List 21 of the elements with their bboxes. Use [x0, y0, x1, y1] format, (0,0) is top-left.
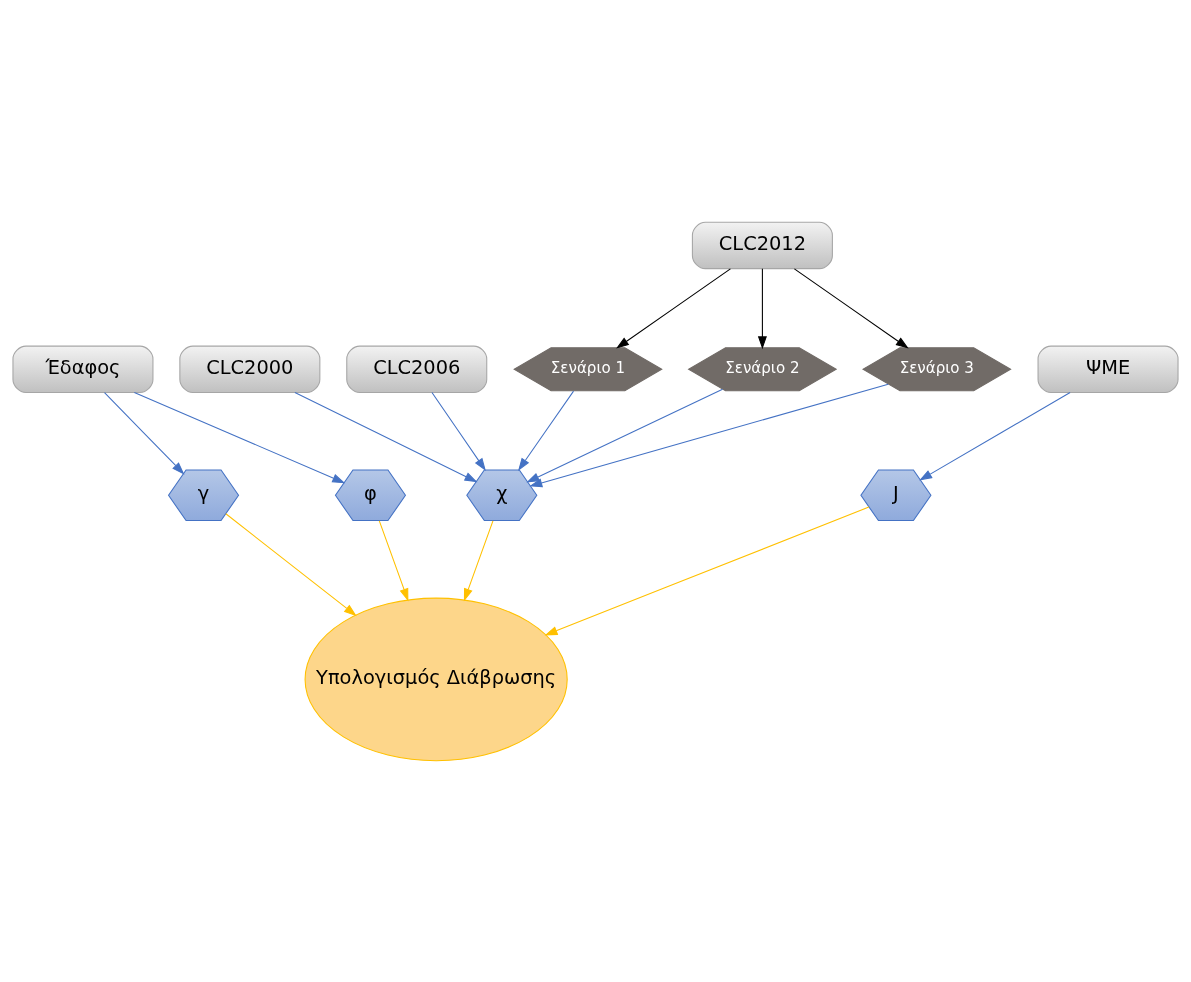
node-box: CLC2000 — [179, 345, 321, 393]
node-box: CLC2006 — [346, 345, 488, 393]
node-box: Έδαφος — [12, 345, 154, 393]
arrow — [793, 267, 909, 349]
arrow — [544, 506, 870, 635]
node-ellipse: Υπολογισμός Διάβρωσης — [304, 597, 568, 761]
arrow — [518, 390, 575, 471]
arrow — [463, 519, 494, 601]
arrow — [225, 512, 357, 616]
node-box: CLC2012 — [691, 221, 833, 269]
node-box: ΨΜΕ — [1037, 345, 1179, 393]
arrow — [133, 391, 346, 483]
arrow — [103, 391, 185, 475]
arrow — [378, 519, 409, 601]
arrow — [526, 388, 724, 483]
arrow — [431, 391, 486, 471]
arrow — [919, 391, 1071, 481]
arrow — [757, 267, 767, 349]
arrow — [294, 391, 478, 482]
arrow — [616, 267, 731, 349]
arrow — [529, 383, 889, 487]
